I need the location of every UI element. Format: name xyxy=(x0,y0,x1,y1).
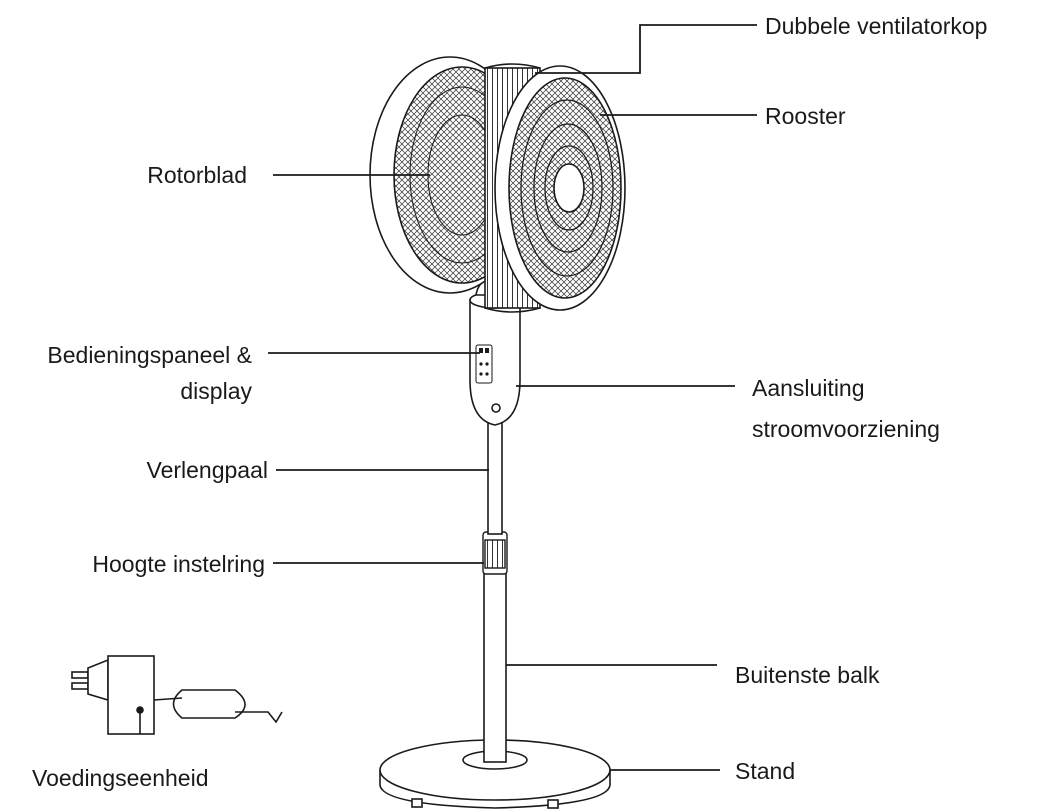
extension-pole xyxy=(487,419,503,535)
front-fan-head xyxy=(494,65,626,311)
label-extension-pole: Verlengpaal xyxy=(146,457,269,483)
height-adjust-ring xyxy=(482,531,508,575)
label-grille: Rooster xyxy=(765,103,846,129)
leader-dual-head xyxy=(535,24,757,74)
label-height-ring: Hoogte instelring xyxy=(92,551,265,577)
label-outer-bar: Buitenste balk xyxy=(735,662,880,688)
label-power-connection-line1: Aansluiting xyxy=(752,375,865,401)
label-control-panel-line1: Bedieningspaneel & xyxy=(47,342,252,368)
leader-lines xyxy=(268,24,757,771)
label-power-connection-line2: stroomvoorziening xyxy=(752,416,940,442)
label-stand: Stand xyxy=(735,758,796,784)
control-housing xyxy=(469,291,521,426)
label-rotor-blade: Rotorblad xyxy=(147,162,247,188)
label-dual-head: Dubbele ventilatorkop xyxy=(765,13,988,39)
label-power-unit: Voedingseenheid xyxy=(32,765,209,791)
label-control-panel-line2: display xyxy=(180,378,252,404)
power-adapter-icon xyxy=(71,655,283,735)
outer-bar xyxy=(483,571,507,763)
